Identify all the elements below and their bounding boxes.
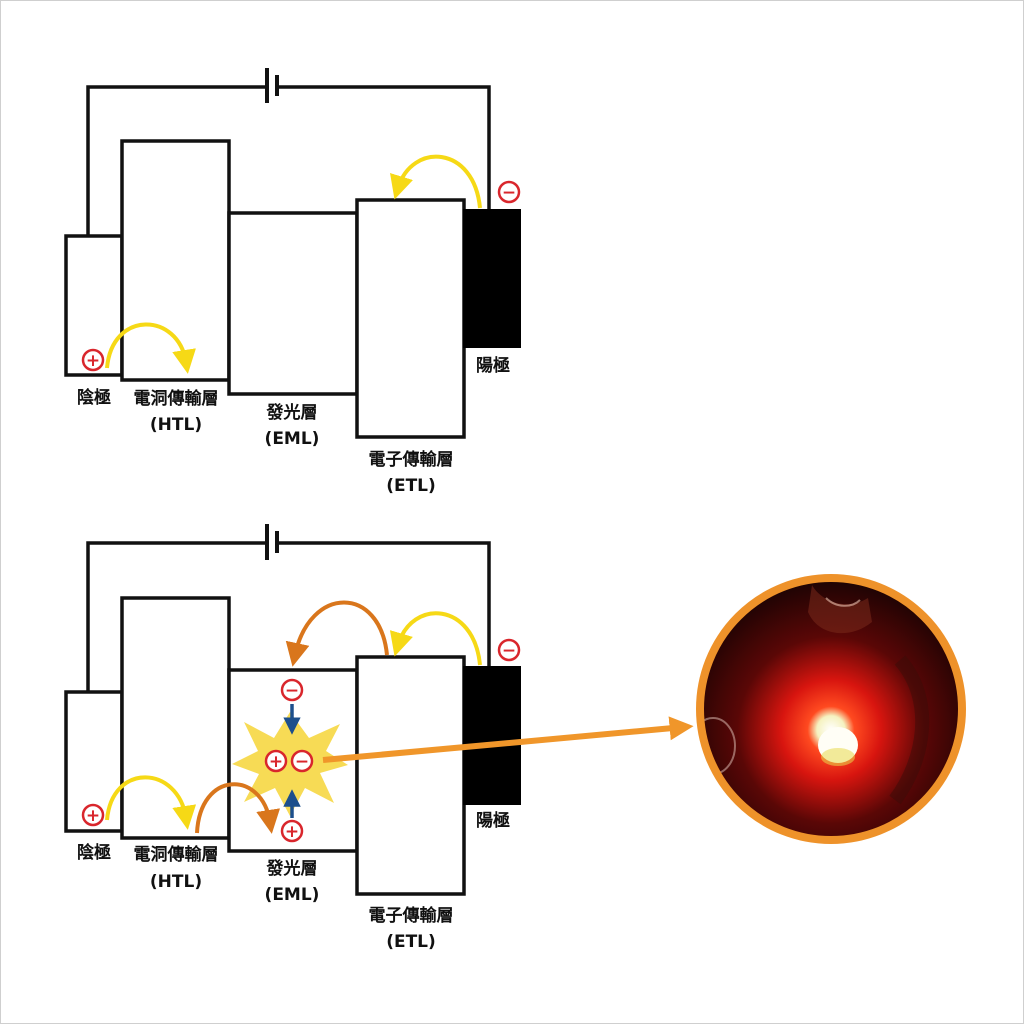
svg-text:+: + bbox=[269, 752, 283, 772]
diagram-on-state: + − − + + − 陰極 電洞傳輸層 (HTL) 發光層 (EML) 電子傳… bbox=[64, 524, 694, 952]
negative-charge-icon: − bbox=[280, 678, 304, 702]
svg-text:+: + bbox=[86, 351, 100, 371]
positive-charge-icon: + bbox=[81, 348, 105, 372]
hole-transport-arrow bbox=[195, 782, 281, 834]
eml-abbr: (EML) bbox=[265, 885, 320, 905]
battery-icon bbox=[265, 524, 279, 560]
hole-injection-arrow bbox=[105, 322, 196, 374]
etl-abbr: (ETL) bbox=[386, 476, 436, 496]
anode-layer bbox=[463, 209, 521, 348]
positive-charge-icon: + bbox=[264, 749, 288, 773]
cathode-label: 陰極 bbox=[77, 842, 111, 863]
eml-label: 發光層 bbox=[266, 858, 318, 879]
anode-label: 陽極 bbox=[476, 355, 510, 376]
electron-injection-arrow bbox=[390, 154, 482, 209]
svg-text:−: − bbox=[295, 752, 309, 772]
starburst-icon bbox=[232, 712, 348, 816]
negative-charge-icon: − bbox=[290, 749, 314, 773]
circuit-wire bbox=[86, 85, 491, 236]
svg-text:−: − bbox=[285, 681, 299, 701]
htl-label: 電洞傳輸層 bbox=[134, 844, 219, 865]
htl-layer bbox=[120, 139, 231, 382]
etl-layer bbox=[355, 655, 466, 896]
etl-label: 電子傳輸層 bbox=[369, 449, 454, 470]
svg-text:+: + bbox=[285, 822, 299, 842]
circuit-wire bbox=[86, 541, 491, 692]
eml-label: 發光層 bbox=[266, 402, 318, 423]
htl-layer bbox=[120, 596, 231, 840]
etl-label: 電子傳輸層 bbox=[369, 905, 454, 926]
cathode-label: 陰極 bbox=[77, 387, 111, 408]
positive-charge-icon: + bbox=[280, 819, 304, 843]
negative-charge-icon: − bbox=[497, 180, 521, 204]
electron-injection-arrow bbox=[389, 611, 482, 666]
diagram-off-state: + − 陰極 電洞傳輸層 (HTL) 發光層 (EML) 電子傳輸層 (ETL)… bbox=[64, 68, 521, 496]
eml-abbr: (EML) bbox=[265, 429, 320, 449]
positive-charge-icon: + bbox=[81, 803, 105, 827]
etl-abbr: (ETL) bbox=[386, 932, 436, 952]
anode-layer bbox=[463, 666, 521, 805]
red-glow-photo bbox=[696, 574, 966, 844]
etl-layer bbox=[355, 198, 466, 439]
svg-text:−: − bbox=[502, 641, 516, 661]
battery-icon bbox=[265, 68, 279, 103]
emission-arrow bbox=[322, 716, 694, 763]
eml-layer bbox=[227, 211, 359, 396]
svg-text:−: − bbox=[502, 183, 516, 203]
hole-injection-arrow bbox=[105, 775, 197, 830]
htl-abbr: (HTL) bbox=[150, 872, 202, 892]
electron-transport-arrow bbox=[285, 600, 389, 667]
htl-label: 電洞傳輸層 bbox=[134, 388, 219, 409]
svg-text:+: + bbox=[86, 806, 100, 826]
negative-charge-icon: − bbox=[497, 638, 521, 662]
anode-label: 陽極 bbox=[476, 810, 510, 831]
htl-abbr: (HTL) bbox=[150, 415, 202, 435]
